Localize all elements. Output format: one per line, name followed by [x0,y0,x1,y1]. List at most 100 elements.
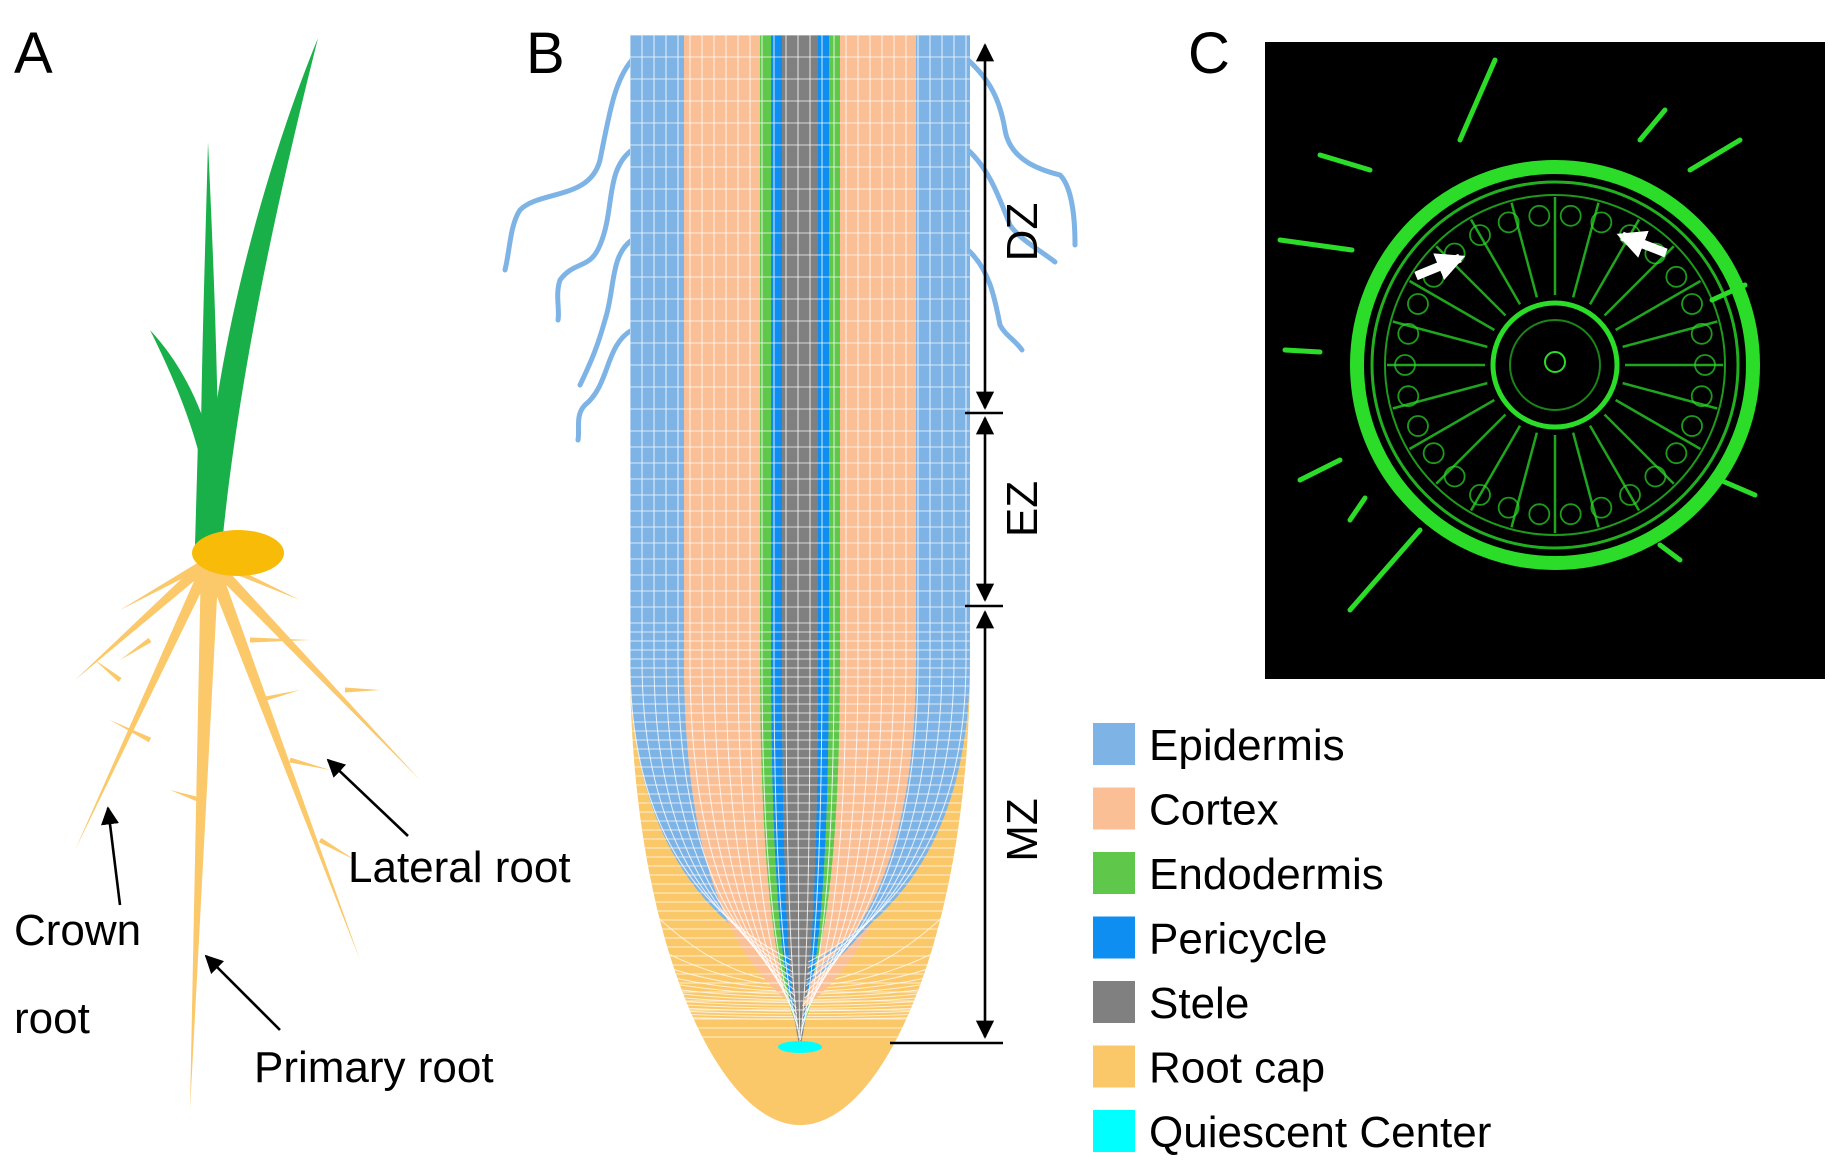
cortex-cell [1590,211,1613,234]
cell-file-line [804,35,895,999]
cortex-spoke [1614,279,1702,332]
cortex-cell [1665,442,1688,465]
crown-root-label-line1: Crown [14,906,141,955]
legend-swatch [1093,916,1135,959]
cell-file-line [806,35,931,981]
metaxylem [1544,351,1566,373]
cortex-cell [1407,415,1429,437]
cortex-cell [1528,503,1551,526]
legend-swatch [1093,981,1135,1023]
legend-label: Epidermis [1149,721,1345,770]
tissue-file [801,35,840,1028]
root-hair [1282,347,1323,355]
epidermis-ring [1350,160,1760,570]
cell-file-line [737,35,798,1015]
cortex-cell [1559,204,1582,227]
micrograph-content [1277,57,1760,613]
leaf-stem [195,440,224,545]
cortex-cell [1528,204,1551,227]
cell-file-line [807,35,955,969]
legend-swatch [1093,787,1135,830]
root-segment [110,720,152,743]
cortex-spoke [1408,279,1496,332]
seed [192,530,284,576]
root-tip-tissue-diagram [502,35,1078,1125]
tissue-file [650,35,794,975]
cortex-spoke [1622,320,1718,349]
cortex-cell [1665,265,1688,288]
root-hair [1657,542,1683,563]
cortex-spoke [1469,218,1522,306]
cortex-spoke [1408,398,1496,451]
root-segment [120,556,212,610]
cortex-cell [1681,415,1703,437]
legend-label: Root cap [1149,1044,1325,1093]
ez-label: EZ [998,481,1047,537]
legend-swatch [1093,1045,1135,1088]
legend-label: Endodermis [1149,850,1384,899]
primary-root-arrow [204,954,281,1031]
cortex-cell [1469,224,1491,246]
cortex-spoke [1571,432,1600,528]
tissue-file [630,35,793,965]
seedling-roots [75,555,420,1110]
tissue-legend: EpidermisCortexEndodermisPericycleSteleR… [1093,721,1491,1157]
cell-file-line [653,35,793,973]
root-hair [1717,477,1758,498]
legend-label: Pericycle [1149,915,1328,964]
cortex-spoke [1435,413,1507,485]
tissue-file [760,35,799,1028]
cell-file-line [749,35,798,1021]
root-hair [1347,527,1423,613]
cell-file-line [803,35,883,1005]
cortex-cell [1690,385,1713,408]
mz-label: MZ [998,798,1047,862]
cell-file-line [800,35,823,1035]
zone-scale: DZ EZ MZ [890,43,1047,1045]
primary-root-label: Primary root [254,1043,494,1092]
lateral-root-label: Lateral root [348,843,571,892]
cortex-cell [1397,322,1420,345]
root-segment [203,557,360,960]
root-hair [1637,107,1668,143]
root-segment [250,637,310,643]
lateral-root-arrow [326,758,409,837]
cortex-spoke [1510,202,1539,298]
tissue-file [684,35,798,1006]
panel-b: B DZ EZ MZ [502,21,1078,1125]
cortex-spoke [1603,413,1675,485]
cortex-cell [1497,496,1520,519]
tissue-file [771,35,800,1034]
cortex-cell [1497,211,1520,234]
aerenchyma-arrow-right [1616,230,1668,258]
root-segment [75,557,216,850]
sclerenchyma-ring [1384,194,1726,536]
root-segment [120,637,152,660]
cortex-cell [1443,465,1466,488]
cortex-cell [1397,385,1420,408]
root-hair [1347,495,1368,523]
legend-swatch [1093,852,1135,894]
dz-label: DZ [998,203,1047,262]
root-hair [1277,237,1355,253]
root-hair [575,327,635,443]
cortex-cell [1690,322,1713,345]
cell-file-line [806,35,943,975]
cortex-spoke [1510,432,1539,528]
cell-file-line [804,35,907,993]
panel-c-letter: C [1188,21,1230,86]
panel-b-letter: B [526,21,565,86]
root-cross-section-micrograph [1265,42,1825,679]
cell-file-line [665,35,794,979]
cortex-spoke [1588,424,1641,512]
cell-file-line [761,35,799,1027]
cortex-cell [1407,293,1429,315]
root-hair [965,247,1025,353]
root-hair [1317,152,1373,173]
root-segment [289,757,330,770]
legend-label: Cortex [1149,786,1279,835]
cortex-spoke [1469,424,1522,512]
root-hair [577,237,635,388]
cortex-cell [1422,442,1445,465]
tissue-file [668,35,795,983]
